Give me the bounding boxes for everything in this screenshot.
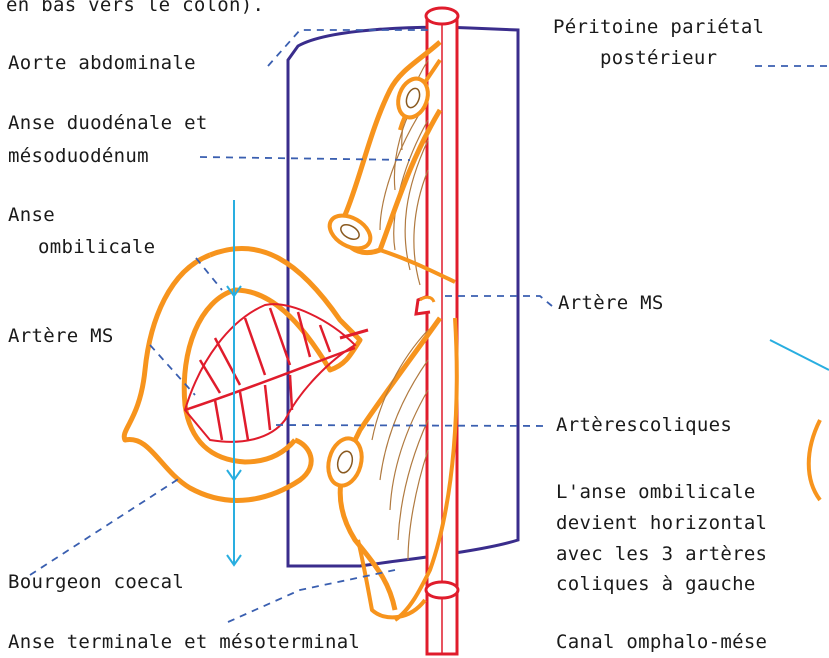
- label-aorte-abdominale: Aorte abdominale: [8, 52, 196, 74]
- terminal-cut: [323, 435, 366, 490]
- top-cut-text: en bas vers le colon).: [6, 0, 264, 16]
- label-anse: Anse: [8, 204, 55, 226]
- aorta-bottom: [426, 582, 458, 598]
- duodenal-cut-lower: [324, 209, 376, 255]
- note-line-4: coliques à gauche: [556, 573, 756, 595]
- note-line-1: L'anse ombilicale: [556, 481, 756, 503]
- label-bourgeon-coecal: Bourgeon coecal: [8, 571, 184, 593]
- label-mesoduodenum: mésoduodénum: [8, 145, 149, 167]
- label-arteres-coliques: Artèrescoliques: [556, 414, 732, 436]
- label-artere-ms-left: Artère MS: [8, 325, 114, 347]
- label-posterieur: postérieur: [600, 47, 717, 69]
- colic-arteries: [185, 308, 355, 440]
- label-artere-ms-right: Artère MS: [558, 292, 664, 314]
- label-ombilicale: ombilicale: [38, 236, 155, 258]
- label-peritoine-parietal: Péritoine pariétal: [553, 16, 764, 38]
- label-anse-terminale: Anse terminale et mésoterminal: [8, 631, 360, 653]
- aorta-top: [426, 8, 458, 24]
- label-canal-omphalo: Canal omphalo-mése: [556, 631, 767, 653]
- label-anse-duodenale: Anse duodénale et: [8, 112, 208, 134]
- note-line-3: avec les 3 artères: [556, 543, 767, 565]
- note-line-2: devient horizontal: [556, 512, 767, 534]
